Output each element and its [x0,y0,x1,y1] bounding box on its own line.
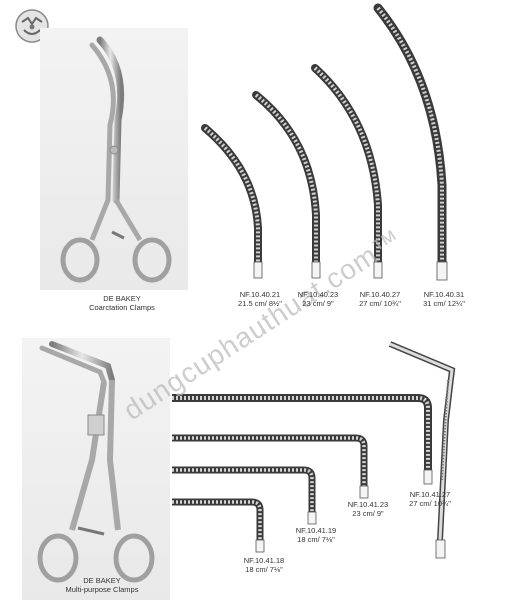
top-item-caption-4: NF.10.40.31 31 cm/ 12¼" [416,290,472,308]
item-size: 23 cm/ 9" [302,299,334,308]
top-item-caption-2: NF.10.40.23 23 cm/ 9" [290,290,346,308]
item-size: 18 cm/ 7⅛" [297,535,335,544]
bottom-jaw-2 [172,466,317,525]
item-size: 18 cm/ 7⅛" [245,565,283,574]
bottom-jaw-3 [172,434,369,499]
bottom-item-caption-4: NF.10.41.27 27 cm/ 10¾" [402,490,458,508]
bottom-clamp [37,341,155,583]
bottom-jaw-4 [172,394,433,485]
item-code: NF.10.40.27 [359,290,401,299]
bottom-product-caption: DE BAKEY Multi-purpose Clamps [58,576,146,594]
item-code: NF.10.41.19 [295,526,337,535]
top-product-name: DE BAKEY [103,294,141,303]
bottom-jaw-1 [172,498,265,553]
item-code: NF.10.41.23 [347,500,389,509]
top-product-caption: DE BAKEY Coarctation Clamps [82,294,162,312]
item-code: NF.10.40.21 [239,290,281,299]
item-code: NF.10.40.31 [423,290,465,299]
item-code: NF.10.41.18 [243,556,285,565]
top-jaw-2 [252,91,321,279]
top-clamp [60,36,172,283]
top-jaw-4 [373,3,448,281]
bottom-item-caption-2: NF.10.41.19 18 cm/ 7⅛" [288,526,344,544]
bottom-clamp-photo [22,338,170,600]
bottom-product-subtitle: Multi-purpose Clamps [65,585,139,594]
top-item-caption-1: NF.10.40.21 21.5 cm/ 8½" [232,290,288,308]
bottom-item-caption-3: NF.10.41.23 23 cm/ 9" [340,500,396,518]
bottom-product-name: DE BAKEY [83,576,121,585]
item-size: 23 cm/ 9" [352,509,384,518]
bottom-item-caption-1: NF.10.41.18 18 cm/ 7⅛" [236,556,292,574]
top-product-subtitle: Coarctation Clamps [89,303,155,312]
item-size: 31 cm/ 12¼" [423,299,465,308]
item-size: 27 cm/ 10¾" [359,299,401,308]
top-jaw-1 [201,124,263,279]
item-size: 27 cm/ 10¾" [409,499,451,508]
item-code: NF.10.41.27 [409,490,451,499]
top-jaw-3 [311,64,383,279]
item-code: NF.10.40.23 [297,290,339,299]
long-angled-jaw [388,341,456,559]
item-size: 21.5 cm/ 8½" [238,299,282,308]
top-item-caption-3: NF.10.40.27 27 cm/ 10¾" [352,290,408,308]
